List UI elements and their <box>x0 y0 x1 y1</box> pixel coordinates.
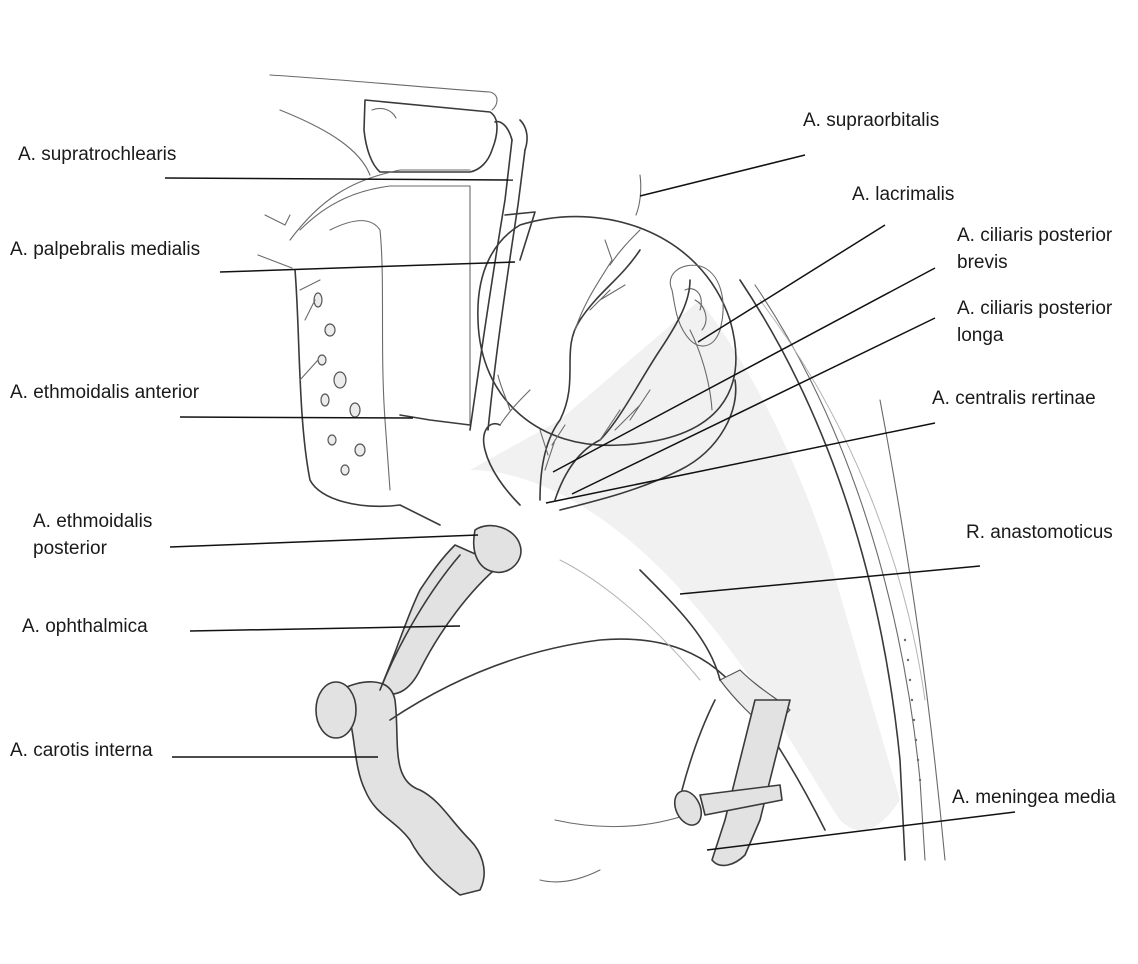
leader-supraorbitalis <box>640 155 805 196</box>
label-ciliaris-brevis-1: A. ciliaris posterior <box>957 224 1112 248</box>
ethmoidalis-anterior-vessel <box>400 415 470 425</box>
label-carotis-interna: A. carotis interna <box>10 739 153 763</box>
label-ciliaris-brevis-2: brevis <box>957 251 1008 275</box>
label-ciliaris-longa-1: A. ciliaris posterior <box>957 297 1112 321</box>
carotis-interna-vessel <box>316 526 521 895</box>
leader-ethmoidalis-posterior <box>170 535 478 547</box>
label-meningea-media: A. meningea media <box>952 786 1116 810</box>
label-centralis-retinae: A. centralis rertinae <box>932 387 1096 411</box>
leader-supratrochlearis <box>165 178 513 180</box>
label-ethmoidalis-posterior-2: posterior <box>33 537 107 561</box>
label-lacrimalis: A. lacrimalis <box>852 183 954 207</box>
label-ethmoidalis-anterior: A. ethmoidalis anterior <box>10 381 199 405</box>
label-anastomoticus: R. anastomoticus <box>966 521 1113 545</box>
label-ciliaris-longa-2: longa <box>957 324 1004 348</box>
label-ophthalmica: A. ophthalmica <box>22 615 148 639</box>
label-supratrochlearis: A. supratrochlearis <box>18 143 176 167</box>
ethmoid-region <box>258 215 440 525</box>
leader-ethmoidalis-anterior <box>180 417 413 418</box>
label-supraorbitalis: A. supraorbitalis <box>803 109 939 133</box>
orbital-shading <box>470 300 900 830</box>
label-ethmoidalis-posterior-1: A. ethmoidalis <box>33 510 152 534</box>
label-palpebralis-medialis: A. palpebralis medialis <box>10 238 200 262</box>
leader-lacrimalis <box>698 225 885 342</box>
leader-palpebralis <box>220 262 515 272</box>
